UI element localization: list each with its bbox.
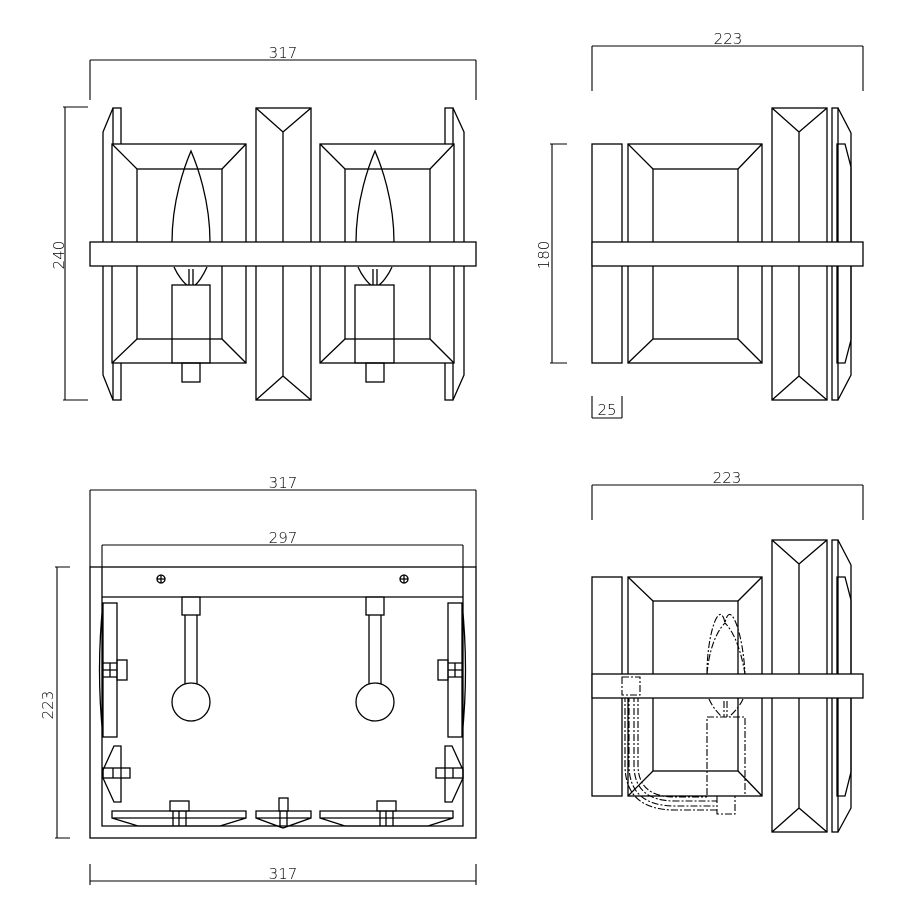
- screw-icon: [399, 574, 409, 584]
- top-view: 317 297 223 317: [39, 474, 477, 885]
- right-candle-bulb: [354, 149, 395, 383]
- dimension-depth: 223: [591, 469, 864, 520]
- bottom-center-crystal: [255, 797, 312, 829]
- crossbar: [591, 673, 864, 699]
- bottom-left-crystal: [111, 800, 247, 827]
- left-arm: [171, 596, 211, 722]
- side-view: 223 180 25: [535, 30, 864, 419]
- right-side-crystal: [437, 602, 467, 738]
- dimension-label-223: 223: [39, 691, 57, 720]
- crossbar: [591, 241, 864, 267]
- dimension-width: 317: [89, 44, 477, 100]
- left-candle-bulb: [171, 149, 211, 383]
- left-lower-crystal: [102, 745, 131, 803]
- junction-box: [621, 676, 641, 696]
- bulb-outline: [706, 622, 746, 675]
- dimension-label-240: 240: [50, 241, 68, 270]
- dimension-depth: 223: [39, 566, 70, 839]
- right-lower-crystal: [435, 745, 464, 803]
- dimension-label-317: 317: [269, 44, 298, 62]
- side-view-with-wiring: 223: [591, 469, 864, 833]
- bottom-right-crystal: [319, 800, 454, 827]
- dimension-label-223: 223: [713, 469, 742, 487]
- front-view: 317 240: [50, 44, 477, 401]
- dimension-bottom-width: 317: [89, 864, 477, 885]
- dimension-label-297: 297: [269, 529, 298, 547]
- dimension-height: 180: [535, 143, 567, 364]
- dimension-backplate: 25: [591, 396, 623, 419]
- wiring-cord: [624, 695, 717, 811]
- dimension-depth: 223: [591, 30, 864, 91]
- candle-bulb: [706, 614, 746, 815]
- dimension-label-25: 25: [597, 401, 616, 419]
- screw-icon: [156, 574, 166, 584]
- dimension-width: 317: [89, 474, 477, 567]
- dimension-label-223: 223: [714, 30, 743, 48]
- dimension-height: 240: [50, 106, 88, 401]
- outer-outline: [89, 566, 477, 839]
- right-arm: [355, 596, 395, 722]
- mounting-plate: [101, 567, 464, 827]
- dimension-plate-width: 297: [101, 529, 464, 567]
- dimension-label-317: 317: [269, 474, 298, 492]
- dimension-label-180: 180: [535, 241, 553, 270]
- crossbar: [89, 241, 477, 267]
- dimension-label-317: 317: [269, 865, 298, 883]
- left-side-crystal: [98, 602, 128, 738]
